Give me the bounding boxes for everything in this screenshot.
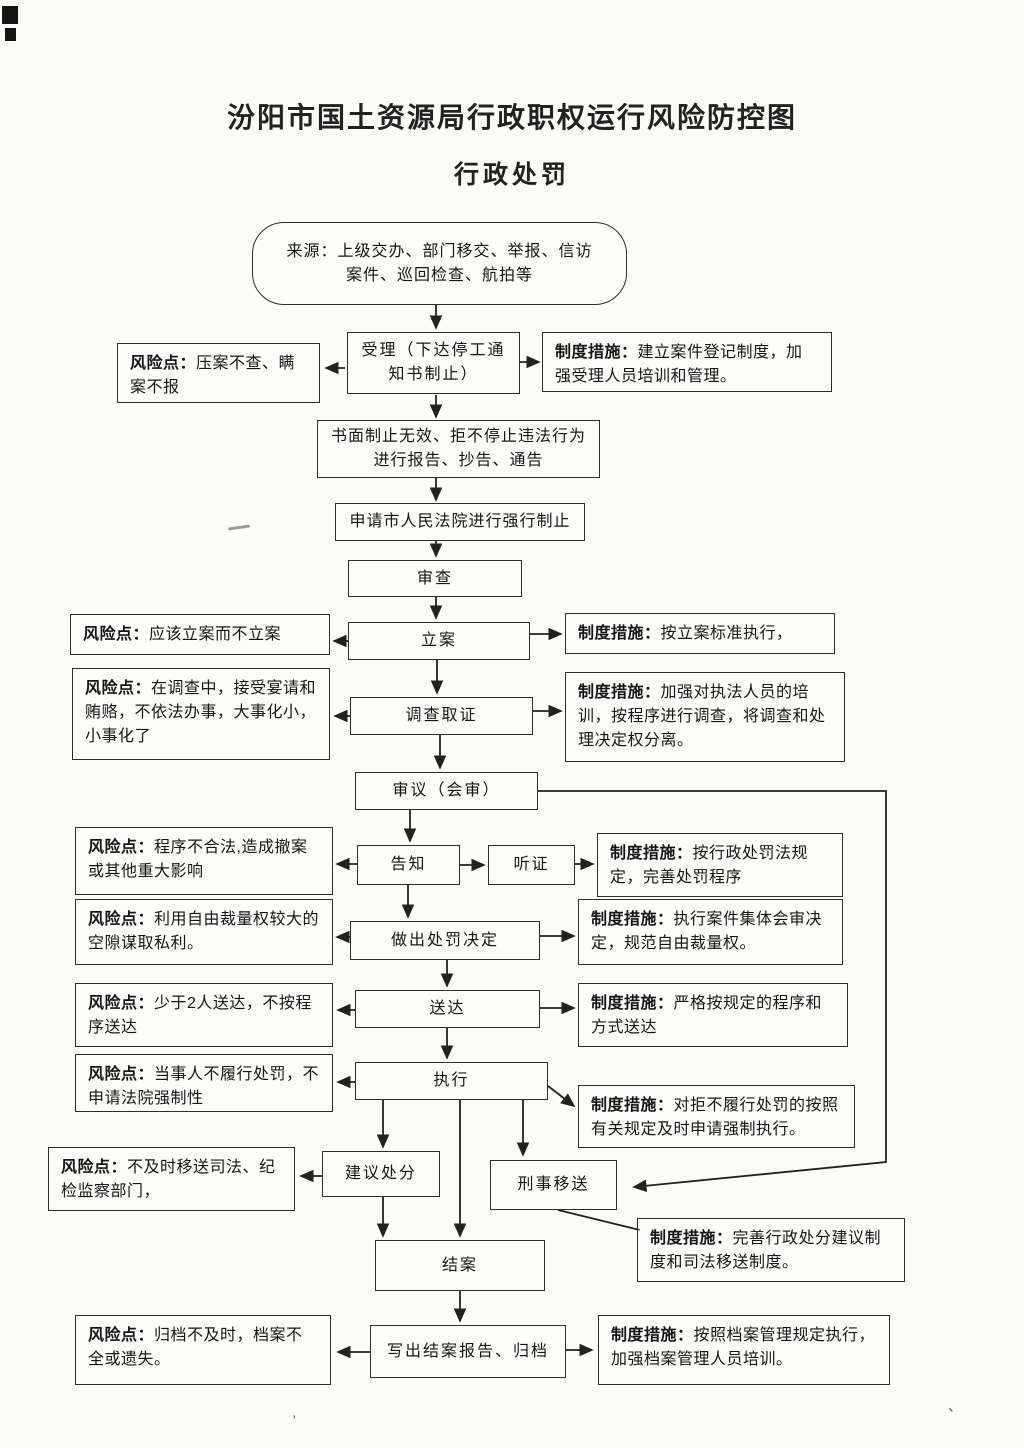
scan-artifact: ': [293, 1412, 296, 1428]
measure-label: 制度措施：: [591, 911, 674, 928]
page-subtitle: 行政处罚: [453, 161, 570, 189]
risk-box-investigation: 风险点：在调查中，接受宴请和贿赂，不依法办事，大事化小，小事化了: [72, 668, 330, 760]
page-title: 汾阳市国土资源局行政职权运行风险防控图: [226, 102, 797, 133]
risk-label: 风险点：: [130, 355, 197, 372]
flow-node-execution: 执行: [355, 1062, 548, 1100]
measure-text: 按照档案管理规定执行，加强档案管理人员培训。: [611, 1327, 876, 1368]
measure-text: 建立案件登记制度，加强受理人员培训和管理。: [555, 344, 803, 385]
measure-label: 制度措施：: [611, 1327, 694, 1344]
measure-box-accept: 制度措施：建立案件登记制度，加强受理人员培训和管理。: [542, 332, 832, 392]
measure-text: 按行政处罚法规定，完善处罚程序: [610, 845, 809, 886]
flow-node-deliberation: 审议（会审）: [355, 772, 538, 810]
risk-label: 风险点：: [88, 911, 155, 928]
risk-text: 少于2人送达，不按程序送达: [88, 995, 312, 1036]
risk-box-file-case: 风险点：应该立案而不立案: [70, 614, 330, 655]
flow-node-delivery: 送达: [355, 990, 540, 1028]
risk-text: 不及时移送司法、纪检监察部门，: [61, 1159, 276, 1200]
measure-box-archive: 制度措施：按照档案管理规定执行，加强档案管理人员培训。: [598, 1315, 890, 1385]
risk-text: 应该立案而不立案: [149, 626, 282, 643]
risk-box-decision: 风险点：利用自由裁量权较大的空隙谋取私利。: [75, 899, 333, 965]
scan-artifact: 、: [948, 1398, 962, 1414]
scan-artifact: [2, 6, 18, 24]
measure-label: 制度措施：: [591, 1097, 674, 1114]
scan-artifact: [5, 28, 16, 41]
flow-node-court-enforce: 申请市人民法院进行强行制止: [335, 503, 585, 541]
flow-node-hearing: 听证: [488, 845, 575, 885]
risk-label: 风险点：: [88, 839, 155, 856]
measure-text: 严格按规定的程序和方式送达: [591, 995, 823, 1036]
risk-text: 在调查中，接受宴请和贿赂，不依法办事，大事化小，小事化了: [85, 680, 317, 745]
risk-label: 风险点：: [61, 1159, 128, 1176]
measure-label: 制度措施：: [591, 995, 674, 1012]
flow-node-written-stop: 书面制止无效、拒不停止违法行为进行报告、抄告、通告: [317, 420, 600, 478]
flow-node-suggest-sanction: 建议处分: [322, 1151, 440, 1197]
flow-node-close-case: 结案: [375, 1240, 545, 1291]
risk-text: 程序不合法,造成撤案或其他重大影响: [88, 839, 308, 880]
risk-label: 风险点：: [83, 626, 150, 643]
risk-label: 风险点：: [85, 680, 152, 697]
measure-text: 对拒不履行处罚的按照有关规定及时申请强制执行。: [591, 1097, 839, 1138]
measure-box-file-case: 制度措施：按立案标准执行，: [565, 613, 835, 654]
risk-box-accept: 风险点：压案不查、瞒案不报: [117, 343, 320, 403]
risk-box-suggest-sanction: 风险点：不及时移送司法、纪检监察部门，: [48, 1147, 295, 1211]
flow-node-file-case: 立案: [348, 622, 530, 660]
risk-box-delivery: 风险点：少于2人送达，不按程序送达: [75, 983, 333, 1047]
risk-box-archive: 风险点：归档不及时，档案不全或遗失。: [75, 1315, 331, 1385]
flow-node-criminal-transfer: 刑事移送: [490, 1160, 617, 1210]
measure-box-hearing: 制度措施：按行政处罚法规定，完善处罚程序: [597, 833, 843, 897]
measure-box-delivery: 制度措施：严格按规定的程序和方式送达: [578, 983, 848, 1047]
flow-node-notify: 告知: [357, 845, 460, 885]
risk-text: 当事人不履行处罚，不申请法院强制性: [88, 1066, 320, 1107]
measure-text: 加强对执法人员的培训，按程序进行调查，将调查和处理决定权分离。: [578, 684, 826, 749]
measure-box-decision: 制度措施：执行案件集体会审决定，规范自由裁量权。: [578, 899, 843, 965]
measure-label: 制度措施：: [650, 1230, 733, 1247]
flow-node-penalty-decision: 做出处罚决定: [350, 921, 540, 960]
flow-node-investigation: 调查取证: [350, 697, 533, 735]
measure-label: 制度措施：: [578, 625, 661, 642]
measure-text: 按立案标准执行，: [660, 625, 793, 642]
measure-label: 制度措施：: [578, 684, 661, 701]
flow-node-review: 审查: [348, 560, 522, 597]
risk-label: 风险点：: [88, 1066, 155, 1083]
risk-box-execution: 风险点：当事人不履行处罚，不申请法院强制性: [75, 1054, 333, 1112]
measure-label: 制度措施：: [610, 845, 693, 862]
scan-artifact: [227, 524, 251, 531]
measure-box-criminal-transfer: 制度措施：完善行政处分建议制度和司法移送制度。: [637, 1218, 905, 1282]
risk-text: 利用自由裁量权较大的空隙谋取私利。: [88, 911, 320, 952]
flow-node-accept: 受理（下达停工通知书制止）: [347, 332, 520, 394]
risk-box-notify: 风险点：程序不合法,造成撤案或其他重大影响: [75, 827, 333, 895]
flow-node-report-archive: 写出结案报告、归档: [370, 1325, 566, 1378]
risk-label: 风险点：: [88, 1327, 155, 1344]
flow-node-source: 来源：上级交办、部门移交、举报、信访案件、巡回检查、航拍等: [252, 222, 627, 305]
measure-label: 制度措施：: [555, 344, 638, 361]
risk-text: 压案不查、瞒案不报: [130, 355, 296, 396]
measure-box-execution: 制度措施：对拒不履行处罚的按照有关规定及时申请强制执行。: [578, 1085, 855, 1148]
risk-label: 风险点：: [88, 995, 155, 1012]
risk-text: 归档不及时，档案不全或遗失。: [88, 1327, 303, 1368]
measure-text: 执行案件集体会审决定，规范自由裁量权。: [591, 911, 823, 952]
measure-text: 完善行政处分建议制度和司法移送制度。: [650, 1230, 882, 1271]
measure-box-investigation: 制度措施：加强对执法人员的培训，按程序进行调查，将调查和处理决定权分离。: [565, 672, 845, 762]
